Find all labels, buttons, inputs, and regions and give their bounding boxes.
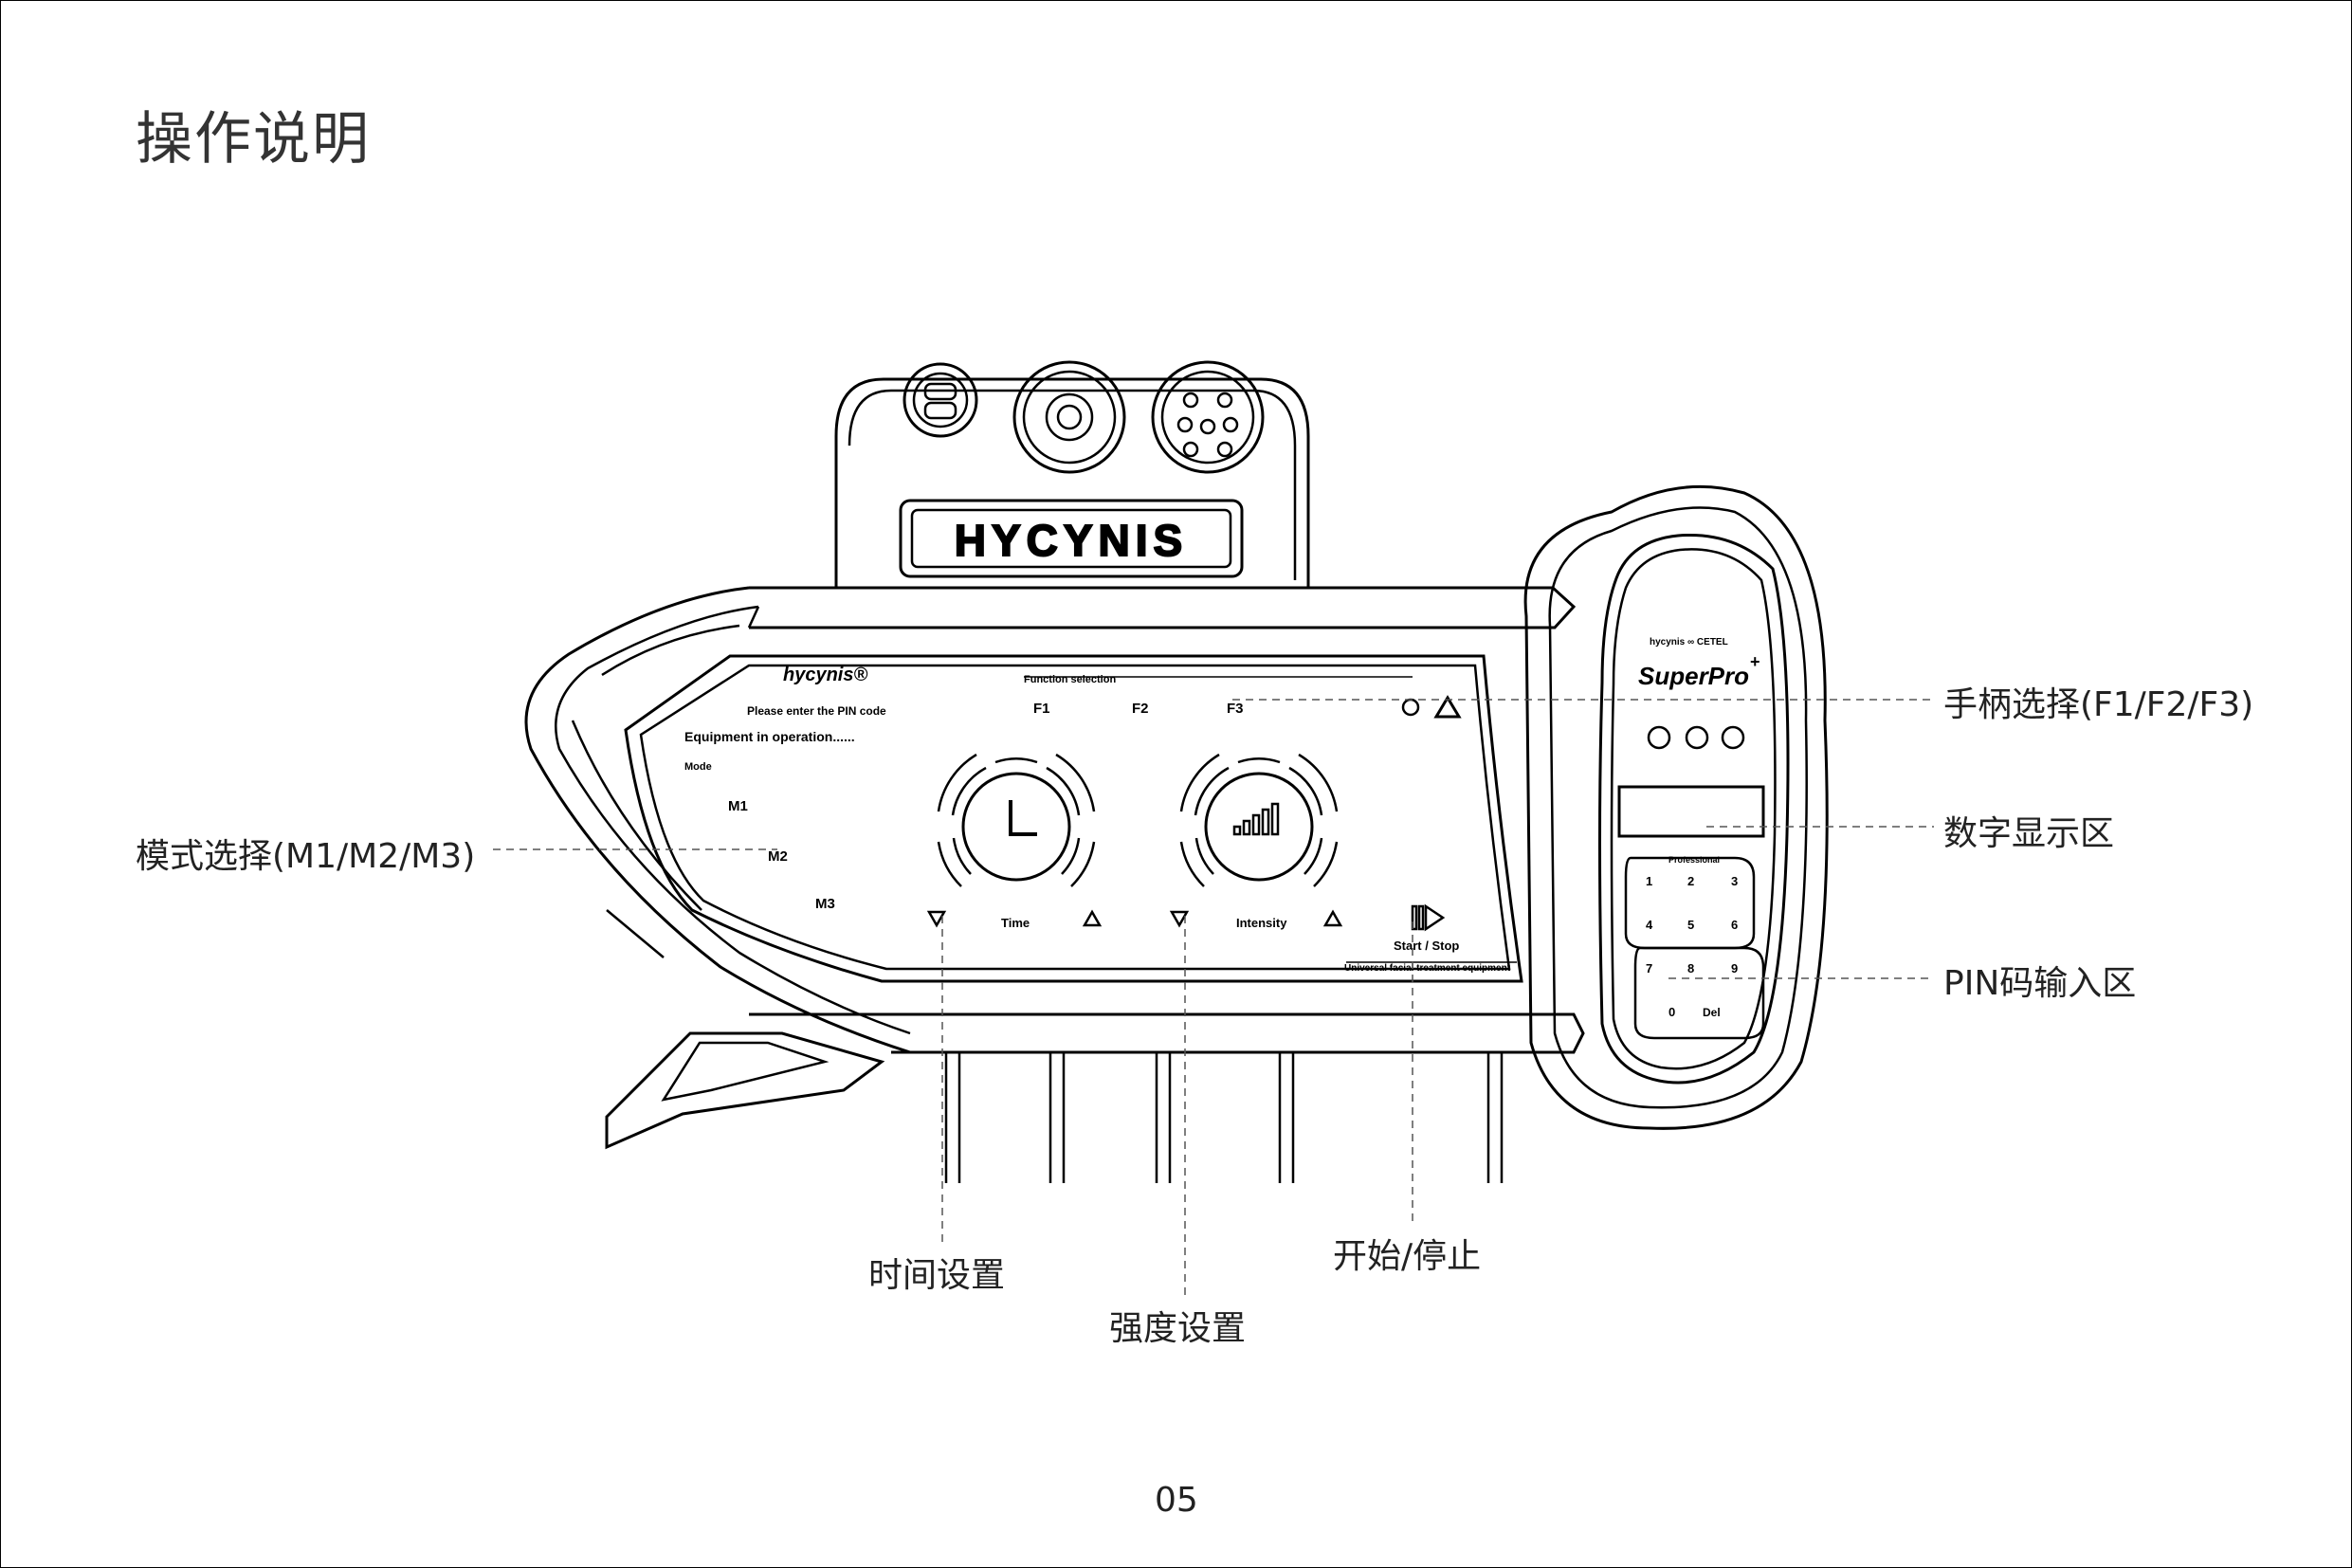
key-9[interactable]: 9 [1731, 961, 1738, 975]
main-body [524, 586, 1585, 1054]
key-2[interactable]: 2 [1687, 874, 1694, 888]
key-3[interactable]: 3 [1731, 874, 1738, 888]
side-panel [1523, 484, 1829, 1130]
clock-icon [1009, 800, 1037, 836]
key-7[interactable]: 7 [1646, 961, 1652, 975]
professional-label: Professional [1668, 855, 1720, 865]
key-0[interactable]: 0 [1668, 1005, 1675, 1019]
intensity-dial [1179, 753, 1339, 887]
start-stop-label[interactable]: Start / Stop [1394, 939, 1459, 953]
handle-icon-1 [1647, 725, 1671, 750]
page-number: 05 [1155, 1481, 1198, 1520]
key-4[interactable]: 4 [1646, 918, 1653, 932]
panel-logo: hycynis® [783, 665, 867, 685]
intensity-up-arrow [1322, 909, 1343, 927]
digital-display [1617, 785, 1765, 838]
side-model: SuperPro [1638, 662, 1749, 690]
page-title: 操作说明 [136, 106, 371, 173]
callout-digital-display: 数字显示区 [1943, 814, 2115, 853]
side-model-mark: + [1750, 652, 1760, 671]
time-up-arrow [1082, 909, 1103, 927]
time-down-arrow [926, 910, 947, 928]
start-stop-icon [1411, 903, 1446, 932]
gear-icon [1401, 698, 1420, 717]
function-f1[interactable]: F1 [1033, 701, 1050, 717]
key-5[interactable]: 5 [1687, 918, 1694, 932]
callout-intensity-setting: 强度设置 [1109, 1309, 1247, 1348]
footer-text: Universal facial treatment equipment [1344, 963, 1511, 974]
connector-module: HYCYNIS [834, 360, 1310, 590]
handle-icon-2 [1685, 725, 1709, 750]
time-label: Time [1001, 916, 1030, 930]
callout-mode-selection: 模式选择(M1/M2/M3) [136, 837, 476, 876]
function-f2[interactable]: F2 [1132, 701, 1149, 717]
callout-pin-input: PIN码输入区 [1943, 964, 2137, 1003]
device-stand [605, 1031, 885, 1150]
mode-m3[interactable]: M3 [815, 896, 835, 912]
mode-m1[interactable]: M1 [728, 798, 748, 814]
function-f3[interactable]: F3 [1227, 701, 1244, 717]
pin-prompt: Please enter the PIN code [747, 704, 886, 718]
handle-icon-3 [1721, 725, 1745, 750]
port-3 [1151, 360, 1265, 474]
key-del[interactable]: Del [1703, 1006, 1721, 1019]
port-1 [903, 362, 978, 438]
callout-handle-selection: 手柄选择(F1/F2/F3) [1943, 685, 2254, 724]
bars-icon [1232, 802, 1280, 836]
key-6[interactable]: 6 [1731, 918, 1738, 932]
intensity-down-arrow [1169, 910, 1190, 928]
device-legs [944, 1052, 1504, 1183]
port-2 [1012, 360, 1126, 474]
key-8[interactable]: 8 [1687, 961, 1694, 975]
time-dial [937, 753, 1096, 887]
callout-time-setting: 时间设置 [868, 1256, 1006, 1295]
status-text: Equipment in operation...... [684, 729, 855, 744]
callout-start-stop: 开始/停止 [1333, 1237, 1482, 1276]
intensity-label: Intensity [1236, 916, 1287, 930]
warning-icon [1433, 695, 1462, 719]
leader-lines [493, 699, 1934, 1295]
side-brand: hycynis ∞ CETEL [1650, 637, 1728, 647]
key-1[interactable]: 1 [1646, 874, 1652, 888]
mode-m2[interactable]: M2 [768, 848, 788, 865]
function-selection-label: Function selection [1024, 674, 1116, 685]
connector-logo: HYCYNIS [955, 516, 1188, 565]
mode-label: Mode [684, 761, 712, 773]
